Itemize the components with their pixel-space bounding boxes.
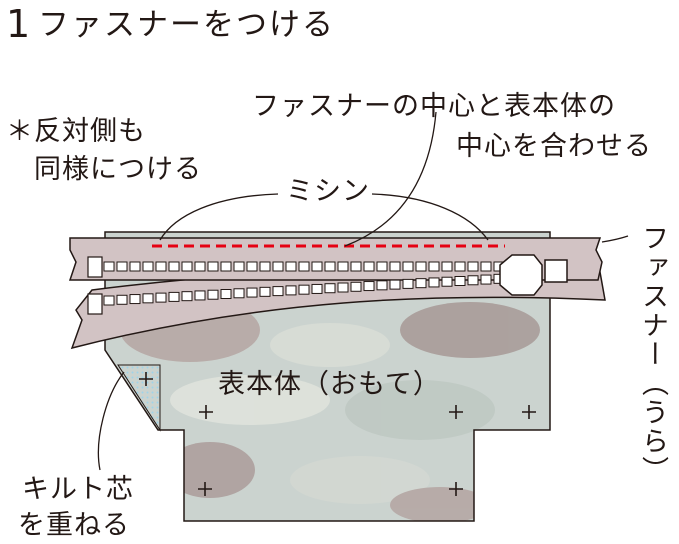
zipper-tooth [350, 281, 362, 292]
zipper-slider [499, 254, 568, 296]
zipper-tooth [428, 261, 440, 272]
note-opposite-side-line2: 同様につける [34, 154, 202, 185]
zipper-tooth [142, 261, 154, 272]
zipper-tooth [454, 261, 466, 272]
zipper-tooth [155, 292, 167, 303]
zipper-tooth [103, 295, 115, 306]
plus-mark-icon [139, 372, 536, 496]
zipper-tooth [272, 286, 284, 297]
zipper-tooth [324, 261, 336, 272]
zipper-tooth [168, 261, 180, 272]
zipper-tooth [285, 285, 297, 296]
zipper-tooth [311, 261, 323, 272]
leader-lines [97, 111, 629, 471]
zipper-tooth [363, 281, 375, 292]
zipper-tooth [272, 261, 284, 272]
zipper-tooth [389, 261, 401, 272]
label-center-align-line1: ファスナーの中心と表本体の [252, 91, 616, 122]
zipper-tooth [194, 290, 206, 301]
zipper-tooth [129, 261, 141, 272]
zipper-tooth [402, 261, 414, 272]
zipper-tooth [441, 276, 453, 287]
zipper-tooth [454, 276, 466, 286]
label-quilt-core-line2: を重ねる [18, 510, 130, 541]
label-zipper-back: ファスナー（うら） [637, 224, 668, 485]
zipper-tooth [155, 261, 167, 272]
zipper-tooth [467, 275, 479, 286]
label-quilt-core-line1: キルト芯 [22, 474, 134, 505]
label-body-front: 表本体（おもて） [218, 369, 441, 400]
zipper-tooth [168, 291, 180, 302]
zipper-tooth [116, 294, 128, 305]
zipper-tooth [233, 288, 245, 299]
zipper-tooth [285, 261, 297, 272]
zipper-tooth [207, 289, 219, 300]
zipper-tooth [428, 277, 440, 288]
zipper-tooth [298, 261, 310, 272]
zipper-tooth [376, 280, 388, 291]
zipper-tooth [311, 283, 323, 294]
zipper-tooth [480, 261, 492, 272]
zipper-tooth [181, 291, 193, 302]
zipper-tooth [246, 261, 258, 272]
zipper-teeth-upper [87, 256, 505, 278]
step-number: 1 [6, 2, 31, 46]
zipper-tooth [337, 282, 349, 293]
zipper-tooth [194, 261, 206, 272]
zipper-tooth [246, 287, 258, 298]
zipper-teeth-lower [87, 273, 505, 315]
zipper-tooth [324, 283, 336, 294]
zipper-tooth [389, 279, 401, 290]
zipper-tooth [337, 261, 349, 272]
zipper-tooth [129, 294, 141, 305]
label-sewing: ミシン [286, 176, 370, 207]
zipper-tooth [363, 261, 375, 272]
quilt-core-patch [117, 364, 161, 432]
zipper-tooth [181, 261, 193, 272]
zipper-tooth [376, 261, 388, 272]
label-center-align-line2: 中心を合わせる [456, 131, 652, 162]
zipper-tooth [233, 261, 245, 272]
zipper-tooth [142, 293, 154, 304]
zipper-tooth [259, 286, 271, 297]
note-opposite-side-line1: ＊反対側も [6, 116, 146, 147]
zipper-tooth [298, 284, 310, 295]
zipper-tooth [220, 289, 232, 299]
zipper-tooth [467, 261, 479, 272]
zipper-tooth [415, 261, 427, 272]
zipper-tooth [480, 274, 492, 285]
zipper-tooth [441, 261, 453, 272]
zipper-tooth [402, 278, 414, 289]
zipper-tooth [207, 261, 219, 272]
step-title: ファスナーをつける [38, 7, 335, 43]
zipper-tooth [116, 261, 128, 272]
zipper-tooth [103, 261, 115, 272]
zipper-tooth [415, 278, 427, 289]
zipper-tooth [259, 261, 271, 272]
zipper-tooth [220, 261, 232, 272]
zipper-tooth [350, 261, 362, 272]
